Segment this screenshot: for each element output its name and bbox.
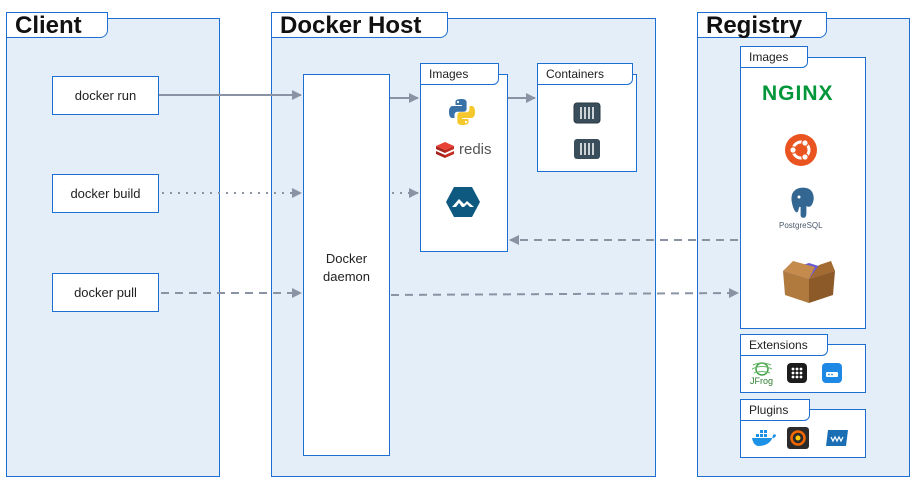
plugins-label: Plugins bbox=[740, 399, 810, 421]
daemon-label-line2: daemon bbox=[323, 269, 370, 284]
docker-whale-icon bbox=[752, 430, 776, 446]
grafana-icon bbox=[787, 427, 809, 449]
container-icon bbox=[574, 139, 600, 159]
containers-label: Containers bbox=[537, 63, 633, 85]
daemon-to-registry-arrow bbox=[390, 288, 739, 299]
jfrog-icon bbox=[751, 362, 773, 376]
postgresql-label: PostgreSQL bbox=[779, 221, 823, 230]
docker-run-command[interactable]: docker run bbox=[52, 76, 159, 115]
vmware-icon bbox=[826, 430, 848, 446]
docker-build-command[interactable]: docker build bbox=[52, 174, 159, 213]
jfrog-label: JFrog bbox=[750, 376, 774, 386]
portainer-icon bbox=[822, 363, 842, 383]
registry-images-label: Images bbox=[740, 46, 808, 68]
docker-pull-command[interactable]: docker pull bbox=[52, 273, 159, 312]
container-icon bbox=[573, 102, 601, 124]
daemon-label-line1: Docker bbox=[325, 251, 368, 266]
docker-daemon-label: Docker daemon bbox=[303, 250, 390, 286]
docker-daemon-box[interactable] bbox=[303, 74, 390, 456]
python-icon bbox=[449, 99, 475, 125]
redis-icon bbox=[436, 142, 454, 158]
redis-label: redis bbox=[459, 141, 492, 158]
host-images-label: Images bbox=[420, 63, 499, 85]
nginx-logo: NGINX bbox=[762, 82, 834, 105]
client-title: Client bbox=[6, 12, 108, 39]
alpine-icon bbox=[446, 187, 480, 217]
ubuntu-icon bbox=[785, 134, 817, 166]
postgresql-icon bbox=[790, 186, 815, 219]
box-icon bbox=[783, 261, 835, 303]
extensions-label: Extensions bbox=[740, 334, 828, 356]
grid-icon bbox=[787, 363, 807, 383]
docker-host-title: Docker Host bbox=[271, 12, 448, 39]
registry-title: Registry bbox=[697, 12, 827, 39]
